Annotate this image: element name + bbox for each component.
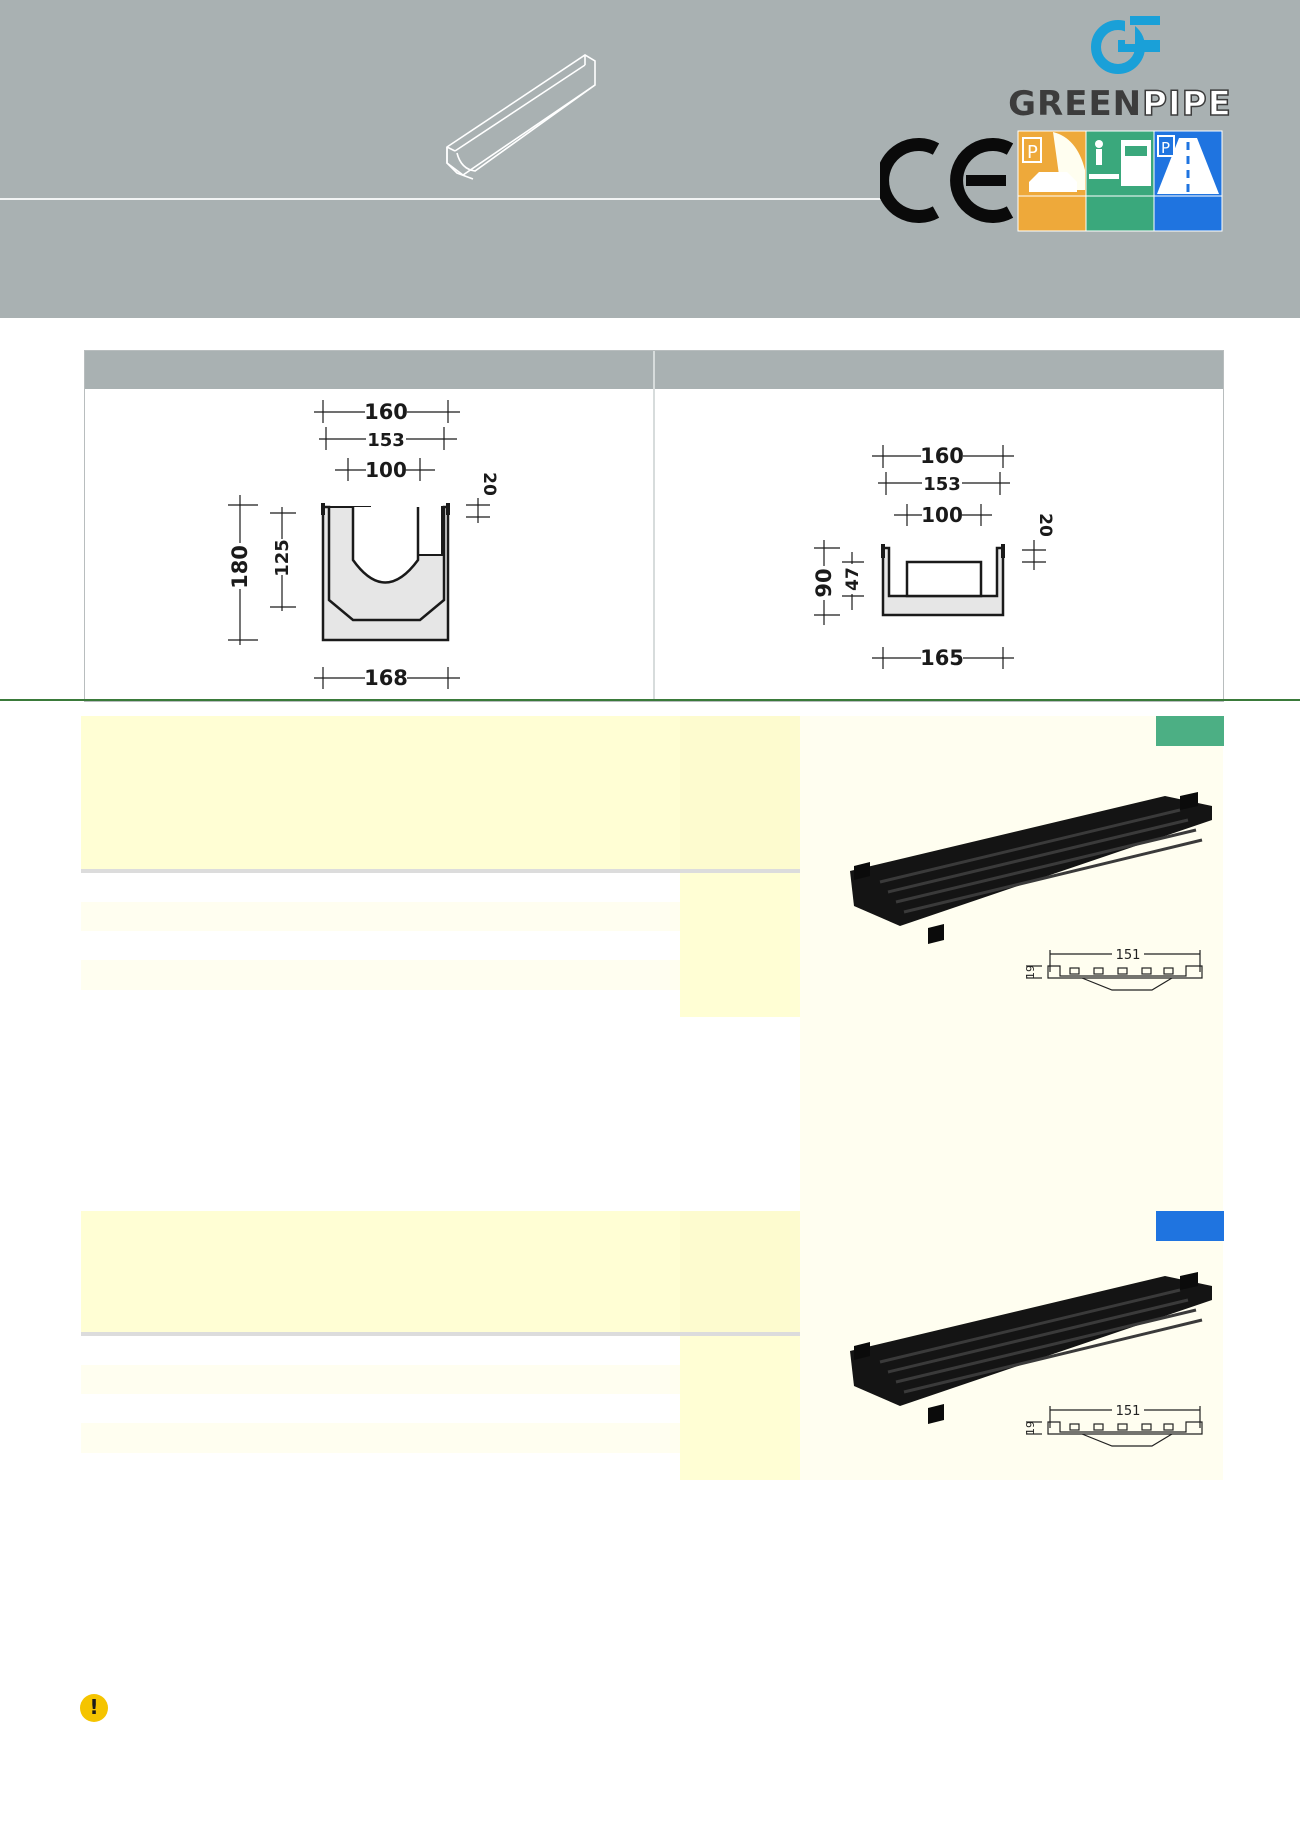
product-2-row-2	[81, 1365, 680, 1395]
dim-inner-height: 47	[843, 567, 863, 591]
dim-total-height: 180	[228, 545, 252, 589]
cross-section-drawing-right: 160 153 100 165 90 47 20	[812, 444, 1055, 670]
brand-name: GREENPIPE	[1005, 83, 1235, 125]
table-column-divider	[653, 351, 655, 701]
product-1-row-3	[81, 931, 680, 961]
product-1-price-column	[680, 873, 800, 1017]
dim-top-mid: 153	[367, 430, 405, 451]
grate-image-icon	[850, 792, 1212, 944]
cross-section-drawing-left: 160 153 100 168 180 125 20	[228, 400, 499, 690]
product-1-header-side	[680, 716, 800, 870]
dim-top-outer: 160	[364, 400, 408, 424]
load-class-icons: P P	[1017, 130, 1223, 232]
product-1-image-panel	[800, 716, 1223, 1211]
load-class-badge-2	[1156, 1211, 1224, 1241]
dim-top-inner: 100	[921, 503, 963, 527]
grate-height-label: 19	[1024, 1421, 1037, 1435]
pedestrian-truck-icon	[1085, 130, 1155, 232]
page-header: GREENPIPE P P	[0, 0, 1300, 318]
highway-icon: P	[1153, 130, 1223, 232]
brand-name-part1: GREEN	[1008, 84, 1143, 124]
dim-lip: 20	[479, 472, 499, 496]
dim-lip: 20	[1035, 513, 1055, 537]
product-2-row-3	[81, 1394, 680, 1424]
product-1-row-4	[81, 960, 680, 990]
product-2-row-4	[81, 1423, 680, 1453]
greenpipe-logo: GREENPIPE	[1005, 12, 1235, 125]
grate-width-label: 151	[1116, 948, 1141, 963]
ce-mark-icon	[880, 138, 1014, 223]
greenpipe-symbol-icon	[1091, 16, 1160, 74]
dim-top-outer: 160	[920, 444, 964, 468]
dim-bottom: 168	[364, 666, 408, 690]
parking-icon: P	[1017, 130, 1087, 232]
dim-top-inner: 100	[365, 458, 407, 482]
dim-total-height: 90	[812, 568, 836, 597]
dim-inner-height: 125	[272, 539, 293, 577]
grate-width-label: 151	[1116, 1404, 1141, 1419]
section-rule	[0, 699, 1300, 701]
cross-section-table	[84, 350, 1224, 702]
product-1-divider	[81, 869, 800, 873]
svg-text:P: P	[1161, 139, 1170, 157]
product-2-divider	[81, 1332, 800, 1336]
warning-icon: !	[80, 1694, 108, 1722]
channel-sketch-icon	[446, 54, 596, 180]
product-1-header-block	[81, 716, 680, 870]
brand-name-part2: PIPE	[1141, 83, 1232, 125]
grate-profile-drawing: 151 19	[1024, 1402, 1203, 1447]
svg-text:P: P	[1027, 142, 1038, 163]
product-2-price-column	[680, 1336, 800, 1480]
dim-bottom: 165	[920, 646, 964, 670]
product-2-row-1	[81, 1336, 680, 1366]
header-rule	[0, 198, 890, 200]
dim-top-mid: 153	[923, 474, 961, 495]
product-1-row-1	[81, 873, 680, 903]
grate-profile-drawing: 151 19	[1024, 946, 1203, 991]
product-2-header-block	[81, 1211, 680, 1333]
grate-image-icon	[850, 1272, 1212, 1424]
product-1-row-2	[81, 902, 680, 932]
product-2-header-side	[680, 1211, 800, 1333]
grate-height-label: 19	[1024, 965, 1037, 979]
load-class-badge-1	[1156, 716, 1224, 746]
